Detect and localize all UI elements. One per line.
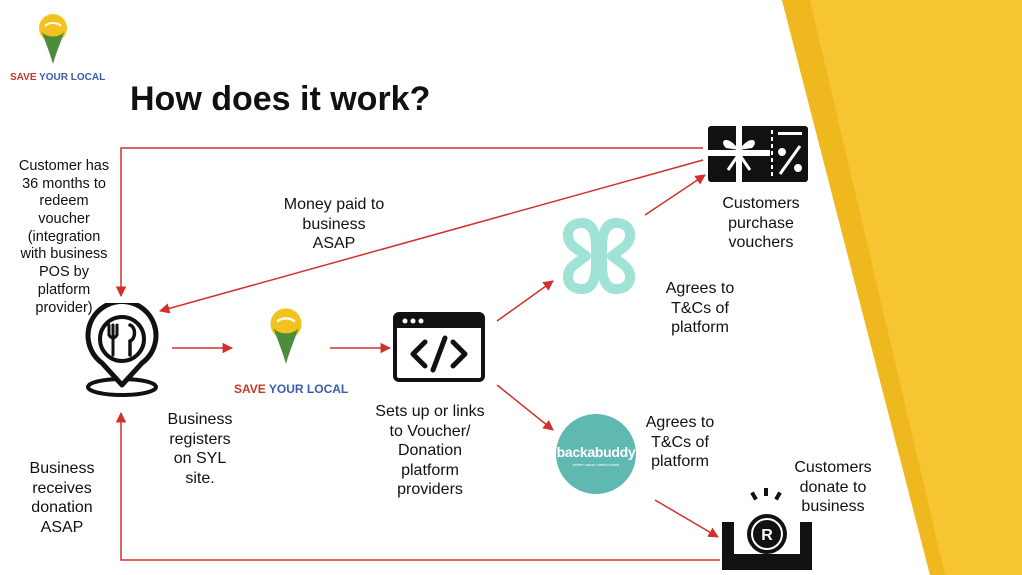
label-agrees-voucher-platform: Agrees to T&Cs of platform [665,280,735,337]
brand-part-save-center: SAVE [234,382,269,396]
label-customers-donate: Customers donate to business [794,459,872,516]
donation-platform-name: backabuddy [556,444,636,460]
donation-box-icon: R [722,488,812,570]
gift-voucher-icon [708,126,808,182]
brand-part-your-local-center: YOUR LOCAL [268,382,349,396]
code-window-icon [393,312,485,382]
hand-heart-icon-center [270,308,302,364]
save-your-local-logo-center: SAVE YOUR LOCAL [234,304,348,400]
label-sets-up-platforms: Sets up or links to Voucher/ Donation pl… [375,403,485,499]
save-your-local-logo: SAVE YOUR LOCAL [10,12,105,84]
local-business-pin-icon [85,303,159,397]
arrow-money-paid [158,159,704,314]
arrow-hoopla-to-vouchers [644,174,706,216]
arrow-code-to-backabuddy [496,384,554,431]
label-agrees-donation-platform: Agrees to T&Cs of platform [645,414,715,471]
hand-heart-icon [39,14,67,64]
label-business-receives: Business receives donation ASAP [29,460,95,536]
label-business-registers: Business registers on SYL site. [167,411,233,487]
voucher-platform-logo-icon [562,218,636,294]
label-customer-redeem: Customer has 36 months to redeem voucher… [18,158,110,316]
brand-part-save: SAVE [10,72,40,83]
label-money-paid: Money paid to business ASAP [283,196,385,253]
arrow-vouchers-to-business-top [115,147,703,298]
arrow-donate-to-business-bottom [115,411,720,561]
brand-wordmark: SAVE YOUR LOCAL [10,72,105,83]
donation-platform-tagline: where cause meets crowd [572,462,620,467]
brand-wordmark-center: SAVE YOUR LOCAL [234,382,348,396]
brand-part-your-local: YOUR LOCAL [39,72,106,83]
donation-platform-logo: backabuddy where cause meets crowd [556,414,636,494]
coin-letter: R [761,527,773,544]
page-title: How does it work? [130,80,431,118]
label-customers-purchase: Customers purchase vouchers [722,195,800,252]
arrow-backabuddy-to-donate [654,499,719,538]
arrow-code-to-hoopla [496,280,554,322]
